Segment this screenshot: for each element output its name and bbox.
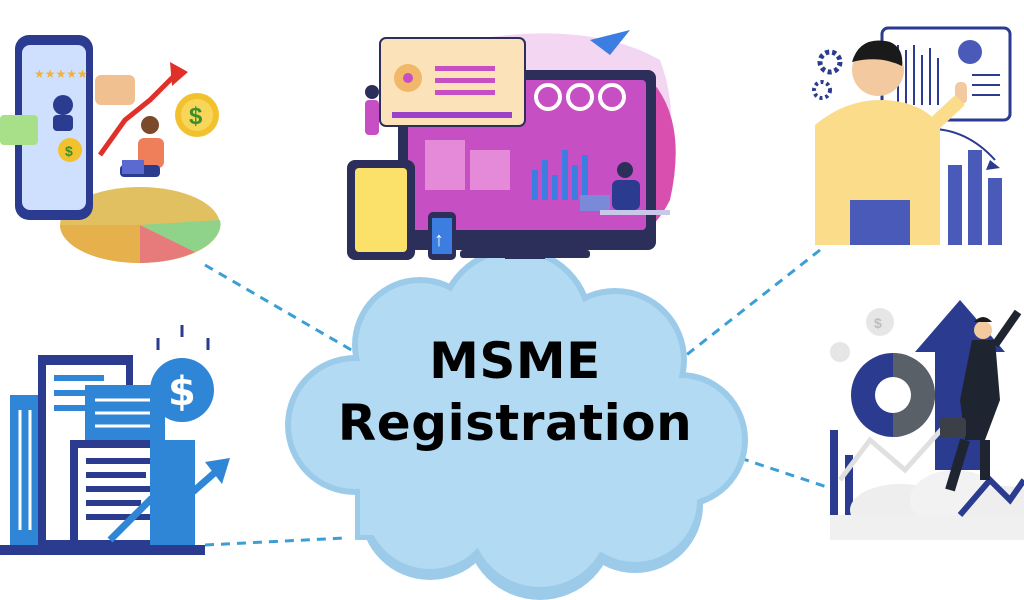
phone-finance-illustration: ★★★★★ $ $ [0, 35, 221, 263]
buildings-growth-illustration: $ [0, 325, 230, 555]
connector-bottom-right [739, 456, 831, 490]
businessman-rocket-illustration: $ [830, 300, 1024, 540]
gear-icon [817, 49, 843, 75]
globe-icon [958, 40, 982, 64]
svg-text:$: $ [168, 369, 196, 415]
svg-text:↑: ↑ [434, 229, 444, 251]
chat-bubble-icon [0, 115, 38, 145]
center-cloud [285, 247, 748, 600]
presenter-chart-illustration [812, 26, 1012, 245]
svg-text:$: $ [65, 143, 73, 159]
svg-text:★★★★★: ★★★★★ [34, 67, 88, 81]
coin-icon [58, 138, 82, 162]
connector-bottom-left [204, 536, 346, 547]
computer-dashboard-illustration: ↑ [347, 30, 676, 260]
svg-text:$: $ [189, 103, 203, 130]
paper-plane-icon [590, 30, 630, 55]
center-title-line-1: MSME [429, 332, 601, 390]
connector-top-left [204, 263, 361, 357]
svg-text:$: $ [874, 315, 882, 331]
connector-top-right [679, 248, 821, 362]
dollar-circle-icon [150, 358, 214, 422]
center-title: MSME Registration [300, 330, 730, 454]
center-title-line-2: Registration [337, 394, 693, 452]
